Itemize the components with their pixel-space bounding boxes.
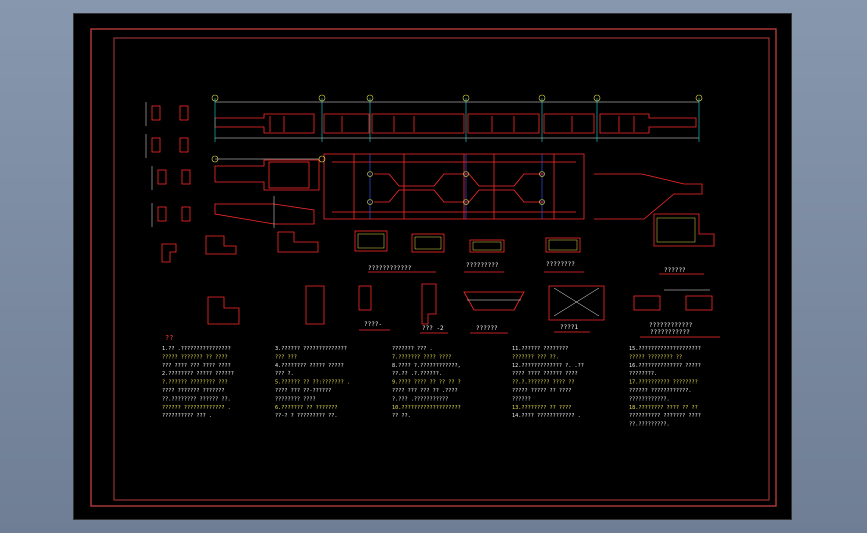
cad-model-viewport[interactable]: ???????????? ????????? ???????? ?????? ?… — [73, 13, 792, 520]
note-line: ?.??? .??????????? — [392, 396, 448, 402]
beam-reinforcement-row-2 — [214, 153, 703, 220]
axis-lines-cyan — [214, 98, 700, 142]
note-line: ???? ??? ??? ?? .???? — [392, 388, 458, 394]
note-line: ??.???????? ?????? ??. — [162, 396, 231, 402]
caption-section-1: ???????????? — [368, 265, 412, 272]
note-line: ????? ???????? ?? — [629, 354, 682, 360]
note-line: ??????? ??? . — [392, 346, 433, 352]
note-line: ?? ??. — [392, 413, 411, 419]
beam-elevation-row-1 — [214, 101, 699, 139]
note-line: 11.?????? ???????? — [512, 346, 568, 352]
note-line: 16.?????????????? ????? — [629, 363, 701, 369]
note-line: ????? ????? ?? ???? — [512, 388, 571, 394]
note-line: ??.?.??????? ???? ?? — [512, 380, 574, 386]
note-line: 9.???? ???? ?? ?? ?? ? — [392, 380, 461, 386]
note-line: ?????????? ??????? ???? — [629, 413, 701, 419]
note-line: ????????????. — [629, 396, 670, 402]
lower-beam-profile — [214, 196, 315, 228]
note-line: ??.?? .?.??????. — [392, 371, 442, 377]
caption-section-4: ?????? — [664, 267, 686, 274]
note-line: 1.?? .???????????????? — [162, 346, 231, 352]
note-line: 12.????????????? ?. .?? — [512, 363, 584, 369]
note-line: ???? ??? ??-?????? — [275, 388, 331, 394]
note-line: 14.???? ???????????? . — [512, 413, 581, 419]
caption-section-2: ????????? — [466, 262, 499, 269]
note-line: ??? ???? ??? ???? ???? — [162, 363, 231, 369]
row2-bubbles — [211, 155, 545, 205]
cad-drawing-sheet: ???????????? ????????? ???????? ?????? ?… — [90, 28, 777, 507]
note-line: 13.???????? ?? ???? — [512, 405, 571, 411]
caption-section-7: ?????? — [476, 325, 498, 332]
note-line: ?????? — [512, 396, 531, 402]
note-line: ????????. — [629, 371, 657, 377]
section-details-row-4 — [207, 283, 713, 325]
note-line: 3.?????? ?????????????? — [275, 346, 347, 352]
note-line: ???? ???? ?????? ???? — [512, 371, 578, 377]
reinforcement-blue-marks — [369, 154, 543, 219]
row4-white-lines — [467, 287, 710, 317]
notes-block: 1.?? .???????????????? ????? ??????? ?? … — [162, 346, 701, 428]
section-yellow-rebars — [357, 217, 696, 251]
note-line: ???????? ???? — [275, 396, 316, 402]
note-line: 17.?????????? ???????? — [629, 380, 698, 386]
note-line: 7.??????? ???? ???? — [392, 354, 451, 360]
note-line: 15.???????????????????? — [629, 346, 701, 352]
note-line: ??????? ??? ??. — [512, 354, 559, 360]
caption-section-8: ????1 — [560, 324, 578, 331]
note-line: 5.?????? ?? ??:??????? . — [275, 380, 350, 386]
note-line: ??-? ? ????????? ??. — [275, 413, 337, 419]
note-line: ??.?????????. — [629, 422, 670, 428]
note-line: ?????? ????????????. — [629, 388, 691, 394]
note-line: 8.???? ?.????????????, — [392, 363, 461, 369]
caption-underlines — [359, 271, 720, 338]
caption-section-10: ??????????? — [650, 329, 690, 336]
caption-section-9: ???????????? — [649, 322, 693, 329]
note-line: ???? ??????? ??????? — [162, 388, 224, 394]
note-line: ??? ?. — [275, 371, 294, 377]
note-line: 18.???????? ???? ?? ?? — [629, 405, 698, 411]
note-line: 10.??????????????????? — [392, 405, 461, 411]
note-line: ?.?????? ???????? ??? — [162, 380, 228, 386]
note-line: 6.??????? ?? ??????? — [275, 405, 337, 411]
caption-section-6: ??? -2 — [422, 325, 444, 332]
left-section-details — [151, 105, 191, 263]
note-line: ??? ??? — [275, 354, 297, 360]
axis-bubbles — [211, 94, 703, 102]
note-line: ?????????? ??? . — [162, 413, 212, 419]
section-details-row-3 — [205, 213, 715, 255]
note-line: 4.???????? ????? ????? — [275, 363, 344, 369]
caption-section-3: ???????? — [546, 261, 575, 268]
sheet-inner-border — [113, 37, 770, 501]
note-line: ?????? ????????????? . — [162, 405, 231, 411]
left-details-white — [145, 102, 153, 227]
notes-heading: ?? — [165, 334, 173, 342]
sheet-outer-border — [90, 28, 777, 507]
note-line: ????? ??????? ?? ???? — [162, 354, 228, 360]
note-line: 2.???????? ????? ?????? — [162, 371, 234, 377]
caption-section-5: ????- — [364, 321, 382, 328]
